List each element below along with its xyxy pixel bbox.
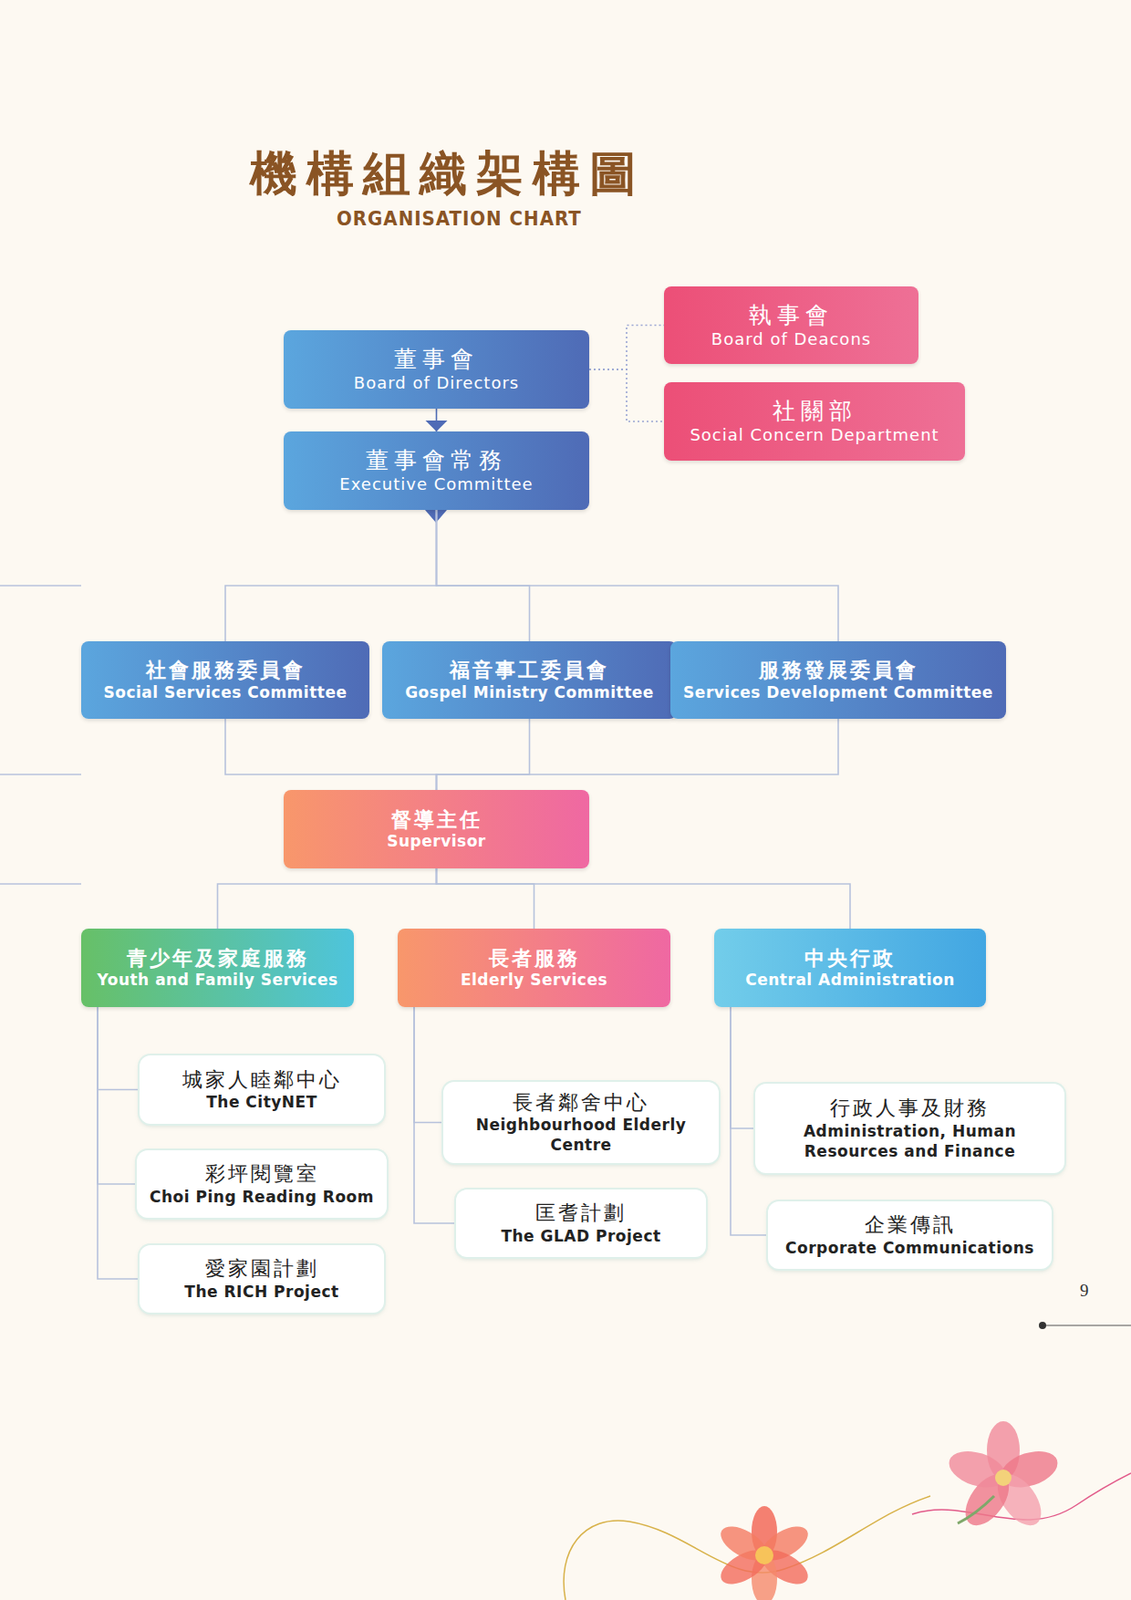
english-name: Services Development Committee [683, 683, 994, 702]
unit-box: 愛家園計劃The RICH Project [139, 1245, 384, 1313]
connector [436, 718, 530, 790]
english-name: Elderly Services [460, 970, 608, 989]
english-name: Social Concern Department [689, 425, 939, 446]
chinese-name: 執事會 [748, 301, 834, 330]
board-box: 董事會Board of Directors [283, 330, 590, 409]
connector [436, 868, 535, 929]
chinese-name: 行政人事及財務 [830, 1095, 990, 1121]
english-name: The GLAD Project [500, 1225, 661, 1246]
connector [97, 1006, 140, 1279]
english-name: Youth and Family Services [96, 970, 338, 989]
connector [225, 509, 437, 642]
connector [217, 868, 437, 929]
chinese-name: 社會服務委員會 [145, 658, 306, 683]
english-name: Choi Ping Reading Room [149, 1186, 374, 1207]
unit-box: 行政人事及財務Administration, Human Resources a… [755, 1083, 1065, 1173]
connector [97, 1006, 140, 1090]
committee-box: 服務發展委員會Services Development Committee [670, 641, 1007, 719]
chinese-name: 城家人睦鄰中心 [182, 1067, 343, 1093]
english-name: Central Administration [745, 970, 955, 989]
department-box: 社關部Social Concern Department [664, 382, 965, 461]
english-name: Board of Directors [353, 373, 519, 394]
chinese-name: 彩坪閱覽室 [205, 1161, 320, 1187]
connector [436, 509, 530, 642]
chart-subtitle: ORGANISATION CHART [336, 207, 582, 230]
chinese-name: 匡耆計劃 [535, 1200, 627, 1226]
unit-box: 企業傳訊Corporate Communications [767, 1201, 1052, 1269]
bus-line [0, 585, 82, 884]
unit-box: 城家人睦鄰中心The CityNET [139, 1055, 384, 1124]
english-name: The RICH Project [184, 1281, 339, 1302]
connector [225, 718, 437, 790]
service-box: 長者服務Elderly Services [397, 928, 671, 1007]
unit-box: 彩坪閱覽室Choi Ping Reading Room [136, 1150, 387, 1218]
deacons-box: 執事會Board of Deacons [664, 286, 919, 364]
chinese-name: 長者服務 [488, 946, 581, 971]
committee-box: 福音事工委員會Gospel Ministry Committee [382, 641, 677, 719]
service-box: 中央行政Central Administration [714, 928, 986, 1007]
flower-illustration [563, 1421, 1131, 1600]
page-dot [1038, 1321, 1047, 1329]
chinese-name: 長者鄰舍中心 [512, 1089, 650, 1116]
unit-box: 匡耆計劃The GLAD Project [456, 1189, 706, 1257]
connector [589, 369, 665, 422]
unit-box: 長者鄰舍中心Neighbourhood Elderly Centre [443, 1081, 719, 1163]
chinese-name: 服務發展委員會 [758, 658, 919, 683]
english-name: Administration, Human Resources and Fina… [755, 1120, 1065, 1162]
committee-box: 董事會常務Executive Committee [283, 431, 590, 510]
chinese-name: 愛家園計劃 [205, 1255, 320, 1282]
english-name: Supervisor [386, 831, 487, 851]
chinese-name: 企業傳訊 [864, 1212, 956, 1238]
committee-box: 社會服務委員會Social Services Committee [81, 641, 370, 719]
english-name: Social Services Committee [103, 683, 348, 702]
connector [436, 509, 840, 642]
chinese-name: 青少年及家庭服務 [126, 946, 310, 971]
chinese-name: 社關部 [772, 397, 858, 426]
chart-title: 機構組織架構圖 [249, 142, 646, 207]
english-name: Executive Committee [339, 474, 533, 495]
page-number: 9 [1079, 1280, 1090, 1301]
english-name: Gospel Ministry Committee [404, 683, 654, 702]
chinese-name: 福音事工委員會 [449, 658, 610, 683]
english-name: Neighbourhood Elderly Centre [443, 1114, 719, 1155]
connector [436, 868, 851, 929]
english-name: Board of Deacons [711, 329, 872, 350]
page-rule [1042, 1324, 1131, 1326]
chinese-name: 中央行政 [804, 946, 896, 971]
chinese-name: 督導主任 [391, 808, 483, 832]
connector [436, 718, 840, 790]
connector [425, 408, 448, 432]
chinese-name: 董事會常務 [365, 446, 508, 475]
chinese-name: 董事會 [394, 345, 479, 374]
connector [414, 1006, 444, 1123]
english-name: Corporate Communications [785, 1237, 1035, 1258]
english-name: The CityNET [206, 1091, 318, 1112]
connector [97, 1006, 137, 1184]
service-box: 青少年及家庭服務Youth and Family Services [81, 928, 354, 1007]
supervisor-box: 督導主任Supervisor [283, 789, 590, 869]
connector [730, 1006, 756, 1129]
connector [589, 325, 665, 371]
